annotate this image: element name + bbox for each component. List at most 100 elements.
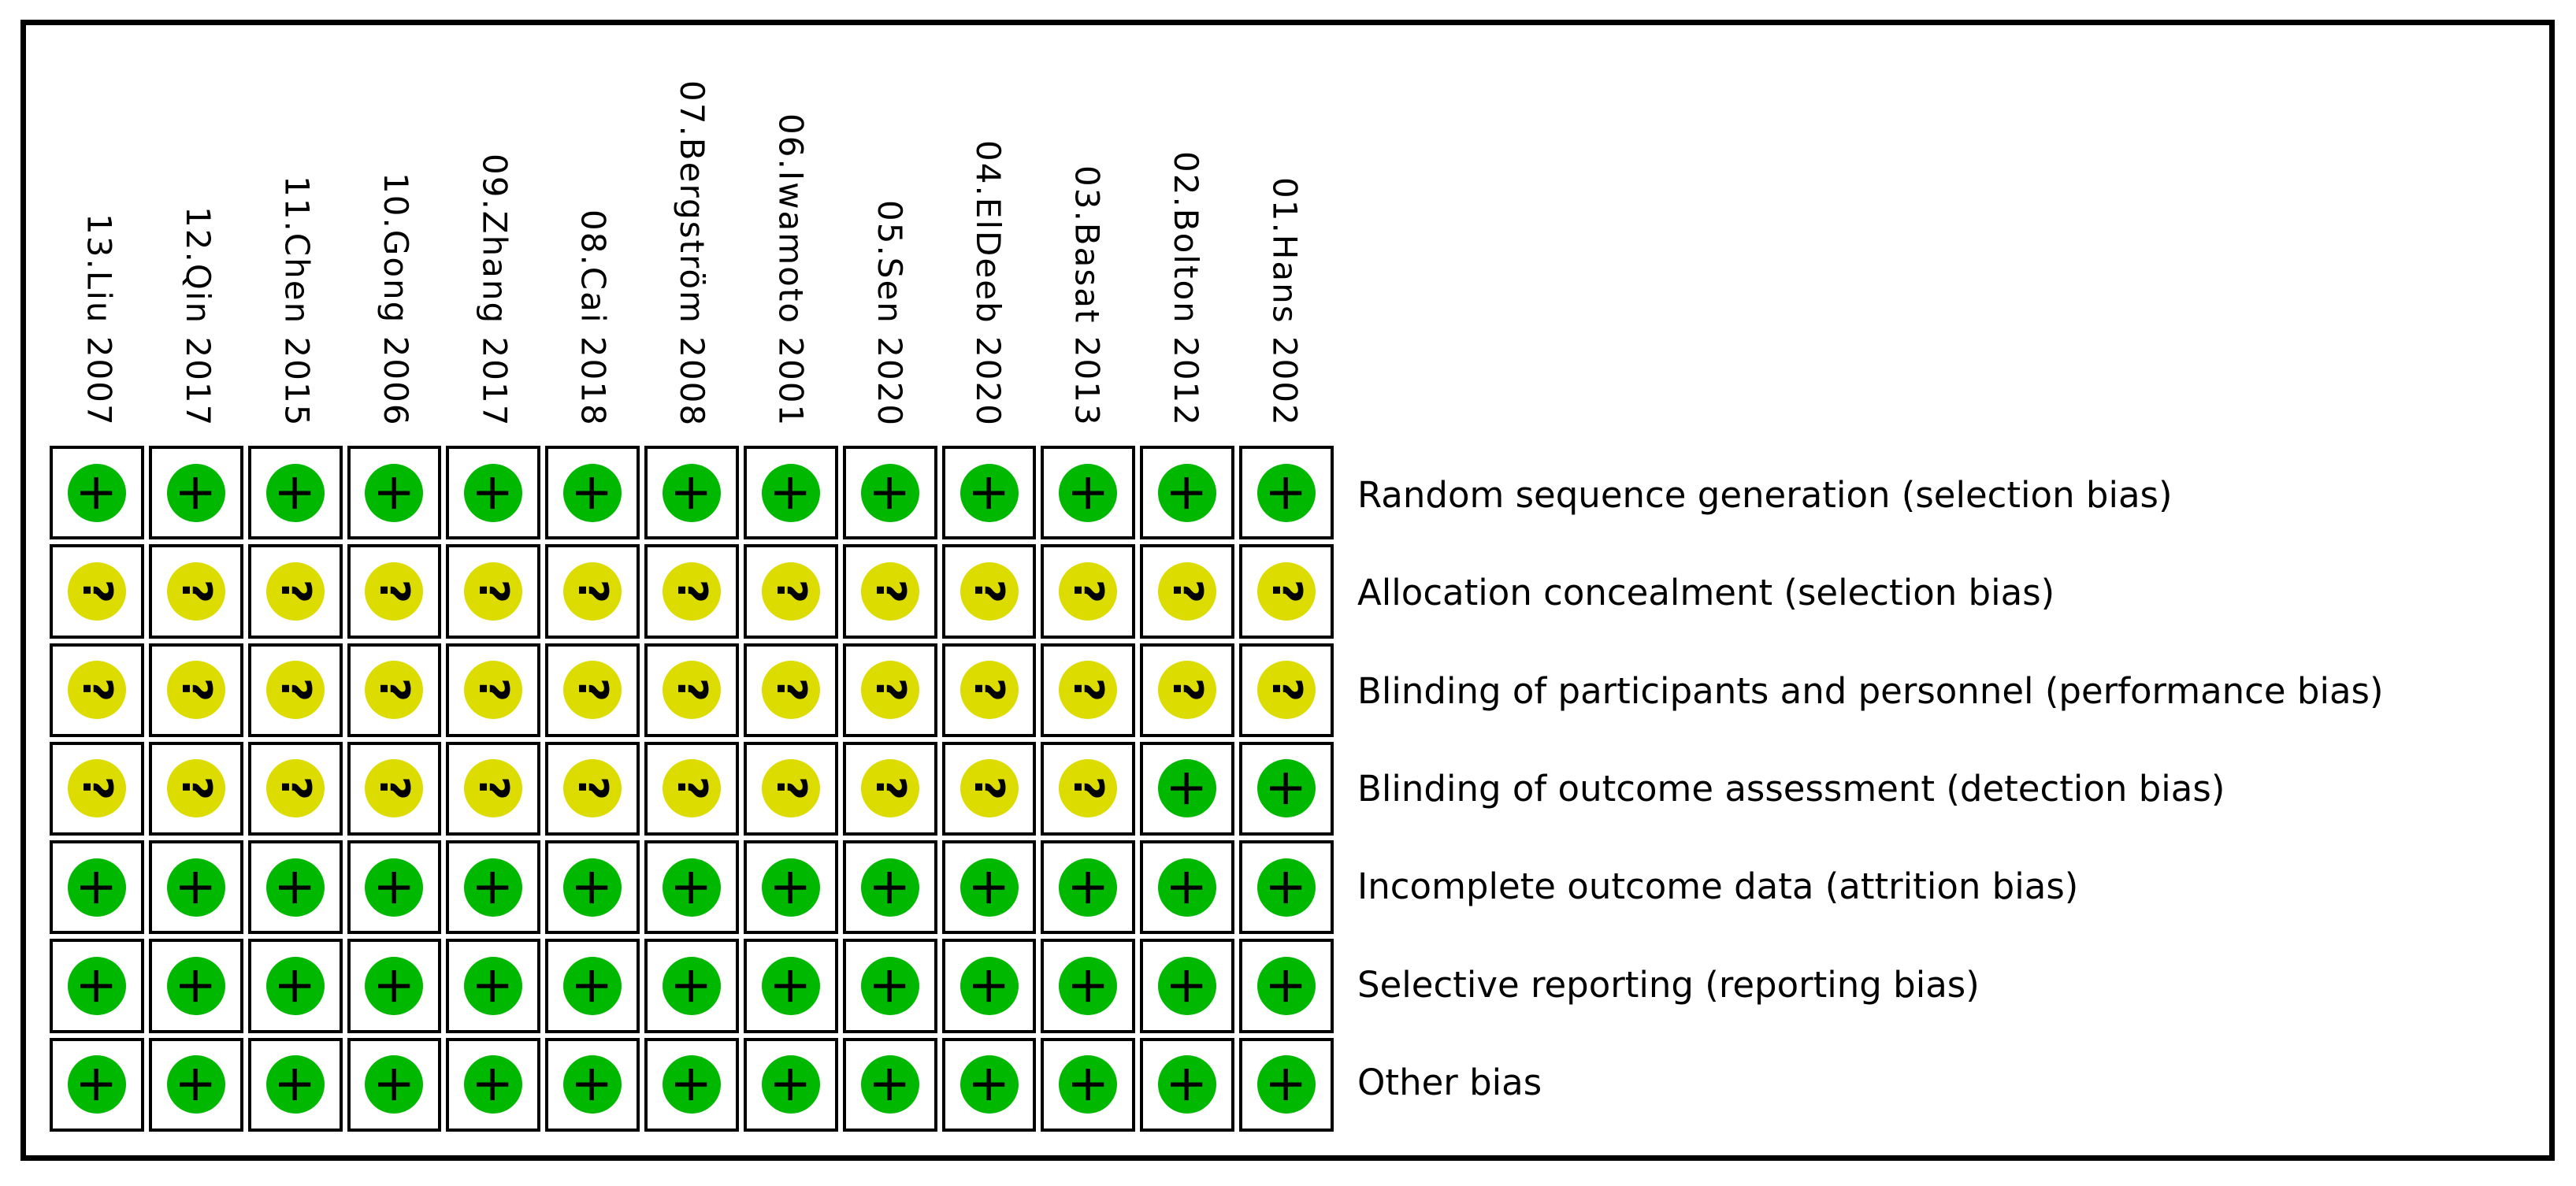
- judgment-symbol: ?: [370, 579, 418, 604]
- judgment-symbol: +: [1059, 865, 1118, 909]
- judgment-cell: +: [545, 446, 640, 540]
- judgment-symbol: +: [166, 865, 225, 909]
- judgment-symbol: ?: [1263, 579, 1311, 604]
- judgment-symbol: +: [265, 471, 325, 514]
- judgment-circle: +: [265, 463, 325, 522]
- judgment-circle: ?: [563, 661, 622, 720]
- study-column: 03.Basat 2013: [1037, 28, 1136, 427]
- judgment-symbol: +: [662, 865, 721, 909]
- judgment-circle: +: [960, 1055, 1019, 1114]
- judgment-symbol: +: [761, 471, 820, 514]
- judgment-cell: +: [743, 840, 838, 935]
- judgment-circle: +: [960, 463, 1019, 522]
- judgment-circle: ?: [67, 759, 126, 818]
- study-column: 02.Bolton 2012: [1136, 28, 1234, 427]
- study-label: 06.Iwamoto 2001: [771, 113, 811, 427]
- judgment-symbol: ?: [766, 678, 815, 702]
- judgment-symbol: +: [265, 965, 325, 1007]
- domain-label: Allocation concealment (selection bias): [1357, 572, 2055, 614]
- judgment-symbol: ?: [569, 579, 617, 604]
- judgment-circle: +: [67, 463, 126, 522]
- judgment-symbol: ?: [965, 678, 1013, 702]
- study-label: 07.Bergström 2008: [673, 80, 712, 427]
- judgment-cell: +: [347, 939, 442, 1033]
- judgment-cell: +: [644, 446, 739, 540]
- judgment-circle: +: [464, 957, 523, 1016]
- judgment-circle: ?: [1059, 561, 1118, 621]
- judgment-cell: +: [347, 840, 442, 935]
- judgment-cell: ?: [148, 741, 243, 836]
- judgment-circle: ?: [662, 759, 721, 818]
- study-label: 08.Cai 2018: [573, 209, 613, 427]
- study-column: 13.Liu 2007: [50, 28, 148, 427]
- rob-grid: + + + + + + + +: [50, 446, 1334, 1132]
- judgment-symbol: +: [166, 1063, 225, 1106]
- judgment-circle: +: [265, 858, 325, 917]
- judgment-cell: ?: [50, 544, 144, 639]
- judgment-cell: +: [743, 446, 838, 540]
- judgment-cell: ?: [148, 643, 243, 737]
- judgment-cell: ?: [50, 741, 144, 836]
- judgment-cell: ?: [446, 643, 541, 737]
- judgment-cell: ?: [545, 741, 640, 836]
- judgment-circle: +: [761, 858, 820, 917]
- judgment-circle: ?: [1158, 561, 1217, 621]
- judgment-cell: +: [842, 446, 937, 540]
- judgment-circle: ?: [464, 561, 523, 621]
- judgment-symbol: +: [563, 1063, 622, 1106]
- judgment-cell: +: [247, 1037, 343, 1132]
- judgment-cell: ?: [347, 643, 442, 737]
- judgment-circle: ?: [1059, 661, 1118, 720]
- judgment-symbol: ?: [470, 678, 518, 702]
- judgment-symbol: +: [67, 1063, 126, 1106]
- judgment-cell: +: [1140, 741, 1235, 836]
- judgment-circle: ?: [265, 561, 325, 621]
- judgment-circle: +: [166, 957, 225, 1016]
- judgment-circle: ?: [1059, 759, 1118, 818]
- judgment-symbol: ?: [569, 678, 617, 702]
- judgment-symbol: +: [960, 865, 1019, 909]
- judgment-symbol: +: [960, 1063, 1019, 1106]
- study-label: 13.Liu 2007: [80, 213, 119, 427]
- judgment-cell: ?: [247, 544, 343, 639]
- judgment-cell: ?: [50, 643, 144, 737]
- judgment-circle: +: [265, 1055, 325, 1114]
- judgment-cell: +: [842, 1037, 937, 1132]
- judgment-symbol: +: [67, 965, 126, 1007]
- judgment-circle: +: [1257, 1055, 1316, 1114]
- study-column: 07.Bergström 2008: [642, 28, 741, 427]
- judgment-cell: +: [842, 840, 937, 935]
- judgment-cell: ?: [1239, 544, 1334, 639]
- judgment-circle: ?: [166, 759, 225, 818]
- judgment-symbol: ?: [766, 776, 815, 801]
- judgment-symbol: +: [1158, 1063, 1217, 1106]
- judgment-symbol: +: [265, 865, 325, 909]
- judgment-symbol: +: [166, 471, 225, 514]
- judgment-symbol: ?: [965, 579, 1013, 604]
- study-column: 12.Qin 2017: [148, 28, 247, 427]
- study-column: 08.Cai 2018: [544, 28, 642, 427]
- judgment-cell: +: [842, 939, 937, 1033]
- judgment-circle: +: [265, 957, 325, 1016]
- judgment-circle: +: [365, 1055, 424, 1114]
- judgment-symbol: +: [1257, 1063, 1316, 1106]
- judgment-cell: +: [148, 1037, 243, 1132]
- judgment-cell: +: [644, 840, 739, 935]
- judgment-symbol: ?: [370, 678, 418, 702]
- study-label: 02.Bolton 2012: [1166, 151, 1205, 427]
- domain-label: Blinding of outcome assessment (detectio…: [1357, 767, 2225, 810]
- judgment-cell: ?: [1041, 643, 1136, 737]
- judgment-symbol: ?: [72, 776, 121, 801]
- judgment-circle: +: [860, 1055, 919, 1114]
- judgment-cell: ?: [446, 544, 541, 639]
- judgment-cell: ?: [347, 741, 442, 836]
- judgment-symbol: ?: [470, 579, 518, 604]
- judgment-symbol: ?: [72, 579, 121, 604]
- judgment-circle: +: [860, 858, 919, 917]
- judgment-cell: ?: [842, 741, 937, 836]
- judgment-symbol: +: [761, 865, 820, 909]
- judgment-symbol: +: [265, 1063, 325, 1106]
- judgment-symbol: ?: [1064, 678, 1112, 702]
- study-column: 10.Gong 2006: [346, 28, 444, 427]
- judgment-circle: +: [960, 957, 1019, 1016]
